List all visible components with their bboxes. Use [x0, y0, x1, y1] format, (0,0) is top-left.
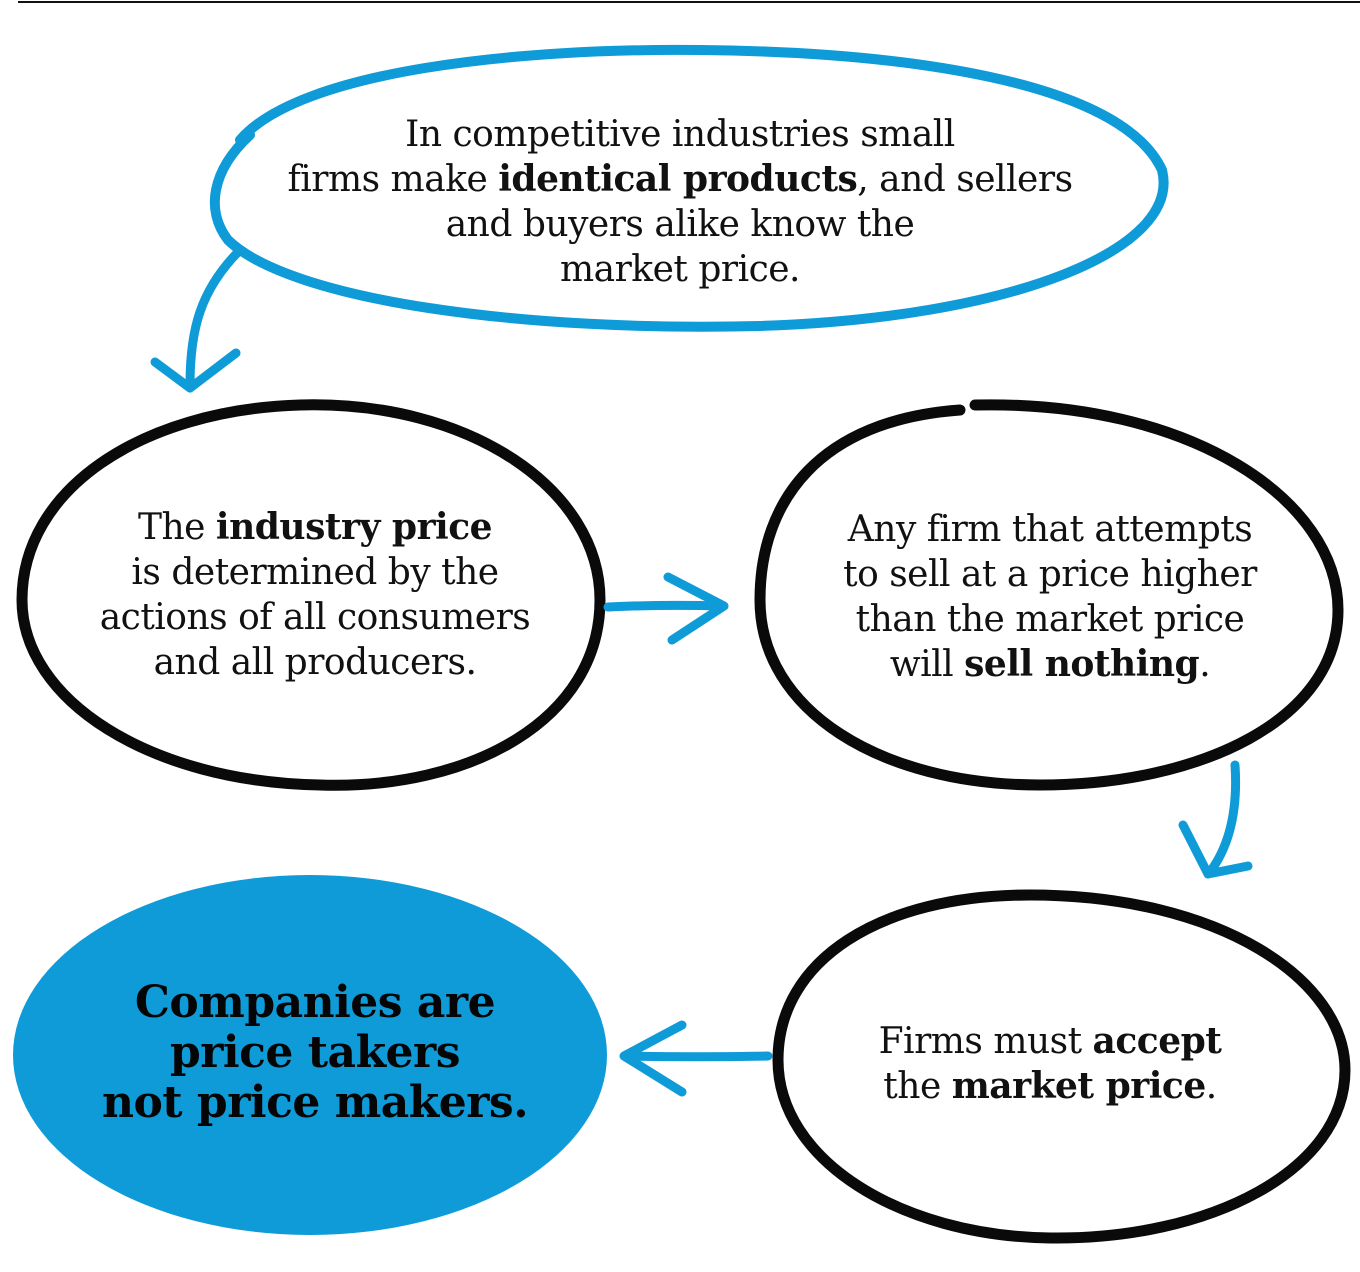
- top-node-text: In competitive industries small firms ma…: [260, 112, 1100, 292]
- conclusion-line-2: price takers: [169, 1027, 461, 1078]
- top-line-3: and buyers alike know the: [445, 204, 915, 245]
- right-line-4-pre: will: [889, 644, 965, 685]
- left-ellipse: [16, 399, 606, 791]
- bottom-right-line-2-pre: the: [883, 1066, 952, 1107]
- top-line-2-post: , and sellers: [857, 159, 1073, 200]
- left-line-1-pre: The: [137, 507, 216, 548]
- conclusion-line-3: not price makers.: [101, 1077, 529, 1128]
- right-line-2: to sell at a price higher: [843, 554, 1257, 595]
- top-line-2-bold: identical products: [498, 158, 858, 200]
- bottom-right-line-2-post: .: [1205, 1066, 1217, 1107]
- right-line-3: than the market price: [855, 599, 1245, 640]
- conclusion-ellipse: [13, 875, 607, 1235]
- arrow-bottom-to-conclusion: [619, 1020, 773, 1097]
- left-line-1-bold: industry price: [215, 506, 493, 548]
- top-ellipse: [209, 44, 1169, 332]
- top-line-1: In competitive industries small: [405, 114, 955, 155]
- right-line-1: Any firm that attempts: [847, 509, 1253, 550]
- arrow-left-to-right: [603, 572, 729, 645]
- right-node-text: Any firm that attempts to sell at a pric…: [800, 507, 1300, 687]
- bottom-right-line-1-pre: Firms must: [878, 1021, 1093, 1062]
- conclusion-line-1: Companies are: [134, 977, 496, 1028]
- left-node-text: The industry price is determined by the …: [60, 505, 570, 685]
- bottom-right-line-1-bold: accept: [1092, 1020, 1222, 1062]
- bottom-right-ellipse: [772, 889, 1351, 1244]
- right-line-4-bold: sell nothing: [964, 643, 1200, 685]
- top-line-4: market price.: [559, 249, 801, 290]
- conclusion-node-text: Companies are price takers not price mak…: [40, 978, 590, 1128]
- left-line-4: and all producers.: [153, 642, 477, 683]
- bottom-right-line-2-bold: market price: [951, 1065, 1207, 1107]
- right-ellipse: [754, 399, 1344, 791]
- left-line-3: actions of all consumers: [99, 597, 531, 638]
- arrow-top-to-left: [150, 245, 245, 393]
- arrow-right-to-bottom: [1178, 760, 1253, 879]
- top-line-2-pre: firms make: [287, 159, 499, 200]
- right-line-4-post: .: [1199, 644, 1211, 685]
- bottom-right-node-text: Firms must accept the market price.: [820, 1019, 1280, 1109]
- left-line-2: is determined by the: [131, 552, 499, 593]
